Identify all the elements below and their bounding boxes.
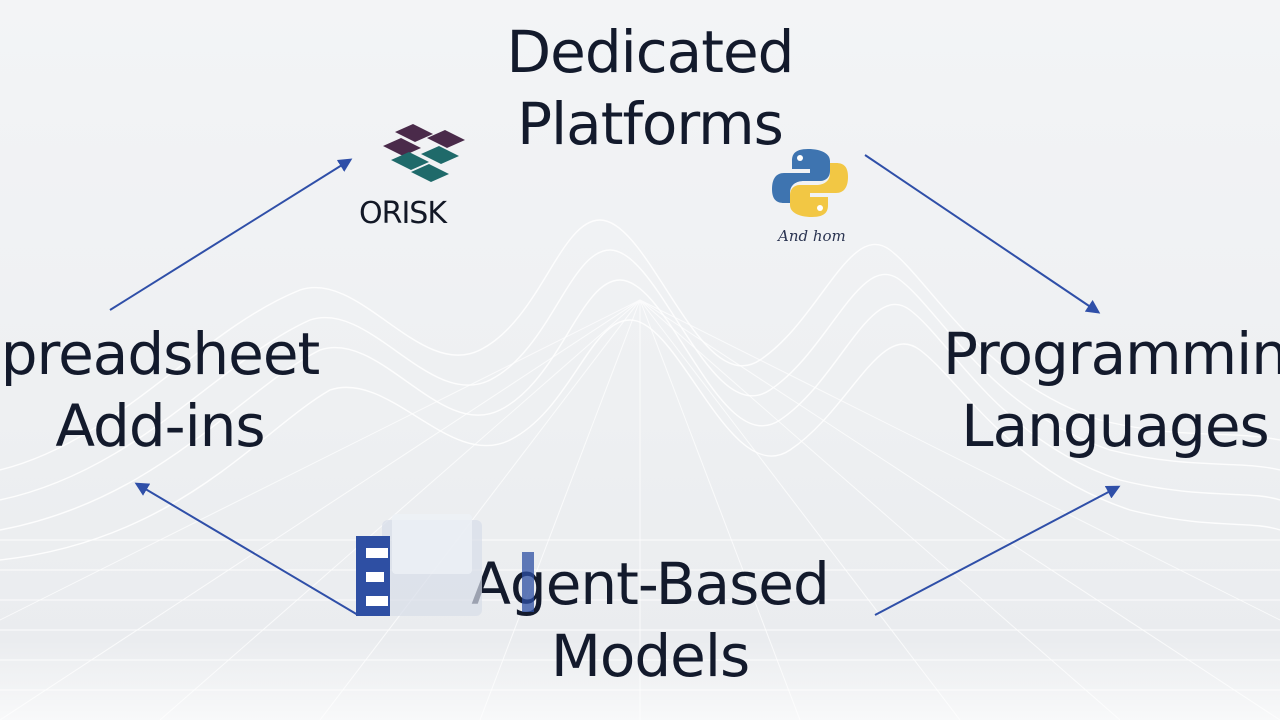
- node-top-line1: Dedicated: [506, 18, 795, 86]
- orisk-logo-text: ORISK: [359, 196, 447, 231]
- node-spreadsheet-add-ins: preadsheet Add-ins: [0, 318, 350, 462]
- arrow-top-to-right: [864, 154, 1101, 314]
- node-top-line2: Platforms: [517, 90, 784, 158]
- arrow-bottom-to-right: [874, 485, 1121, 616]
- e-logo-icon: [352, 512, 542, 622]
- node-left-line1: preadsheet: [0, 320, 321, 388]
- python-logo-caption: And hom: [778, 227, 846, 245]
- node-bottom-line2: Models: [550, 622, 750, 690]
- arrow-left-to-top: [109, 158, 353, 311]
- node-left-line2: Add-ins: [55, 392, 265, 460]
- python-logo-icon: And hom: [770, 145, 860, 250]
- node-right-line2: Languages: [961, 392, 1269, 460]
- arrow-bottom-to-left: [134, 482, 359, 616]
- node-dedicated-platforms: Dedicated Platforms: [450, 16, 850, 160]
- orisk-logo-icon: ORISK: [355, 120, 490, 240]
- node-programming-languages: Programmin Languages: [915, 318, 1280, 462]
- node-right-line1: Programmin: [942, 320, 1280, 388]
